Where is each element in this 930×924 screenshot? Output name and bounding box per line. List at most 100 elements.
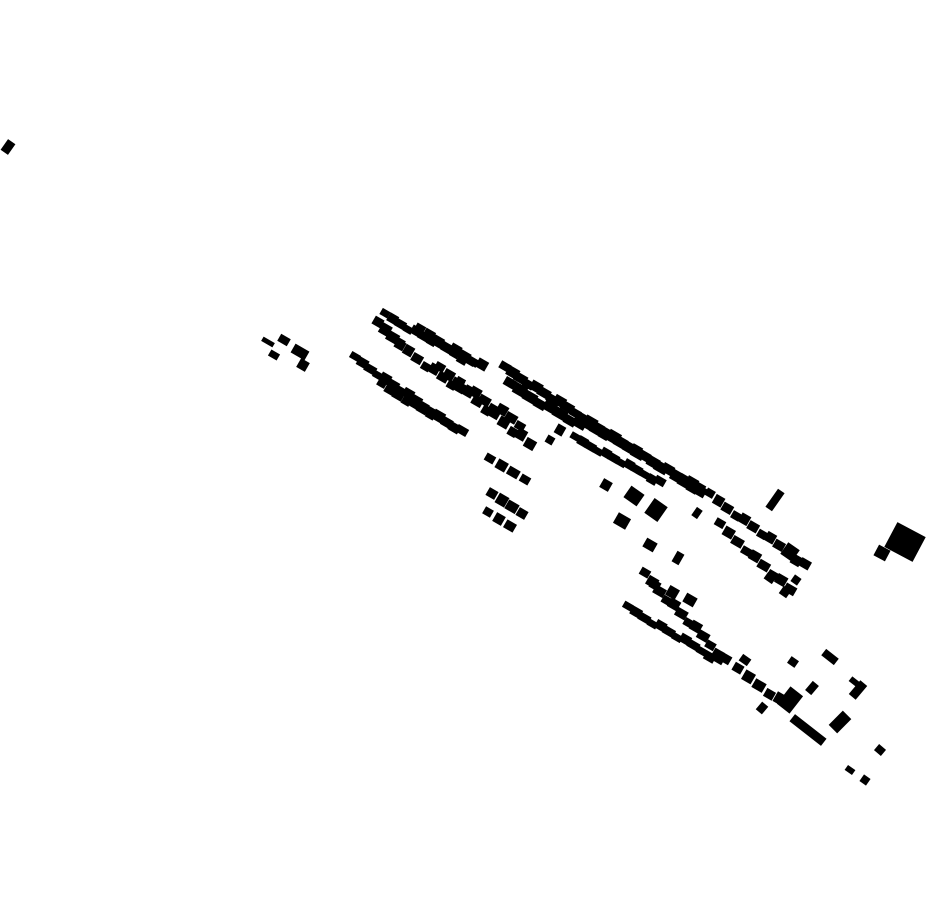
building-footprint <box>553 423 567 437</box>
building-footprint <box>653 474 667 488</box>
building-footprint <box>773 572 789 588</box>
building-footprint <box>797 557 813 571</box>
building-footprint <box>267 349 281 361</box>
building-footprint <box>518 473 532 486</box>
building-footprint <box>638 469 651 480</box>
building-footprint <box>638 566 652 579</box>
building-footprint <box>713 517 727 530</box>
building-footprint <box>704 487 716 499</box>
building-footprint <box>391 388 406 402</box>
building-footprint <box>637 611 652 625</box>
building-footprint <box>583 440 598 453</box>
building-footprint <box>751 678 767 693</box>
building-footprint <box>461 384 476 399</box>
building-footprint <box>695 629 711 643</box>
building-footprint <box>277 333 291 347</box>
building-footprint <box>433 361 447 373</box>
building-footprint <box>515 507 529 520</box>
building-footprint <box>821 648 839 666</box>
building-footprint <box>485 487 499 500</box>
building-footprint <box>492 512 506 526</box>
building-footprint <box>456 348 472 363</box>
building-footprint <box>691 506 703 520</box>
building-footprint <box>730 510 742 522</box>
building-footprint <box>496 415 512 430</box>
building-footprint <box>828 710 852 734</box>
building-footprint <box>522 436 538 452</box>
building-footprint <box>371 315 385 329</box>
building-footprint <box>474 357 490 372</box>
building-footprint <box>394 336 406 349</box>
building-footprint <box>441 368 457 383</box>
building-footprint <box>747 549 763 564</box>
building-footprint <box>710 652 726 666</box>
building-footprint <box>502 519 518 533</box>
building-footprints <box>0 139 926 786</box>
building-footprint <box>430 333 446 348</box>
building-footprint <box>623 485 645 507</box>
building-footprint <box>483 452 497 465</box>
building-footprint <box>756 558 772 573</box>
building-footprint <box>569 431 581 442</box>
building-footprint <box>666 597 682 612</box>
building-footprint <box>695 645 708 657</box>
building-footprint <box>686 638 701 652</box>
building-footprint <box>873 744 887 756</box>
building-footprint <box>503 410 519 425</box>
building-footprint <box>630 463 644 476</box>
building-footprint <box>755 528 768 541</box>
building-footprint <box>755 701 769 715</box>
building-footprint <box>776 686 804 714</box>
building-footprint <box>514 427 529 442</box>
building-footprint <box>772 538 787 552</box>
building-footprint <box>731 661 745 675</box>
building-footprint <box>787 656 799 668</box>
building-footprint <box>711 493 726 508</box>
building-footprint <box>805 680 819 696</box>
building-footprint <box>730 534 745 549</box>
building-footprint <box>789 714 827 746</box>
building-footprint <box>693 481 707 494</box>
building-footprint <box>873 544 891 562</box>
building-footprint <box>261 336 275 348</box>
building-footprint <box>648 578 662 592</box>
building-footprint <box>544 434 556 446</box>
building-footprint <box>386 377 401 391</box>
building-footprint <box>644 498 668 522</box>
building-footprint <box>606 451 621 465</box>
building-footprint <box>763 571 777 585</box>
building-footprint <box>884 522 926 562</box>
building-footprint <box>502 376 518 390</box>
building-footprint <box>704 639 717 652</box>
building-footprint <box>740 669 757 685</box>
building-footprint <box>780 542 800 562</box>
building-footprint <box>449 422 461 435</box>
building-footprint <box>551 405 569 422</box>
building-footprint <box>413 322 427 335</box>
building-footprint <box>513 420 527 432</box>
building-footprint <box>393 317 408 331</box>
building-footprint <box>720 501 735 515</box>
building-footprint <box>415 402 430 416</box>
building-footprint <box>664 584 681 601</box>
building-footprint <box>348 350 362 363</box>
building-footprint <box>765 488 785 512</box>
building-footprint <box>721 525 737 540</box>
building-footprint <box>673 606 689 621</box>
building-footprint <box>482 506 494 518</box>
building-footprint <box>661 625 677 639</box>
building-footprint <box>363 362 378 376</box>
building-footprint <box>487 405 503 421</box>
building-footprint <box>0 139 16 155</box>
building-footprint <box>778 585 792 599</box>
building-footprint <box>763 530 778 545</box>
building-footprint <box>844 764 856 776</box>
building-footprint <box>453 375 467 389</box>
building-footprint <box>642 537 658 553</box>
building-footprint <box>379 307 391 319</box>
building-footprint <box>682 592 698 608</box>
building-footprint <box>410 352 425 366</box>
building-footprint <box>738 653 752 667</box>
building-footprint <box>401 343 416 358</box>
building-footprint <box>521 389 539 405</box>
